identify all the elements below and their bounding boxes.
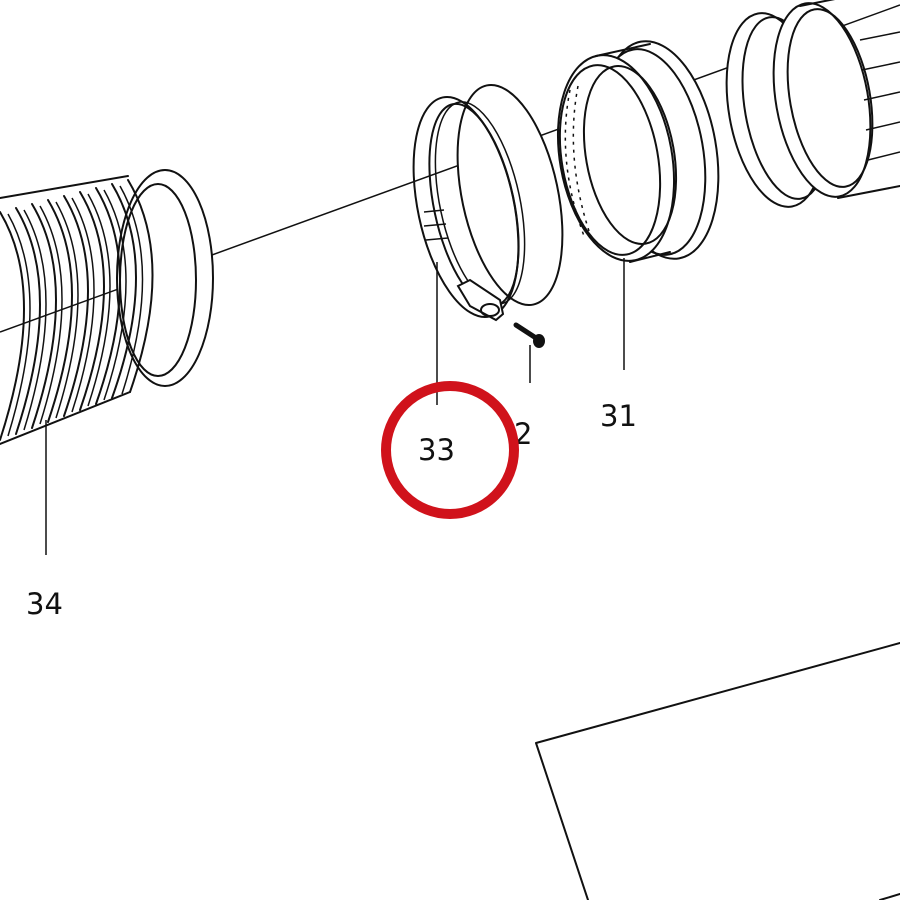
part-32-screw <box>513 322 545 348</box>
callout-32: 2 <box>514 417 532 451</box>
highlight-circle <box>381 381 519 519</box>
callout-33: 33 <box>418 433 455 467</box>
upper-right-housing <box>725 0 900 208</box>
callout-31: 31 <box>600 399 637 433</box>
part-33-clamp-ring <box>412 83 564 322</box>
bellows-end-flange-outer <box>116 169 214 387</box>
part-34-bellows <box>0 169 214 445</box>
callout-34: 34 <box>26 587 63 621</box>
lower-right-panel <box>535 642 900 900</box>
part-31-threaded-collar <box>556 40 720 263</box>
